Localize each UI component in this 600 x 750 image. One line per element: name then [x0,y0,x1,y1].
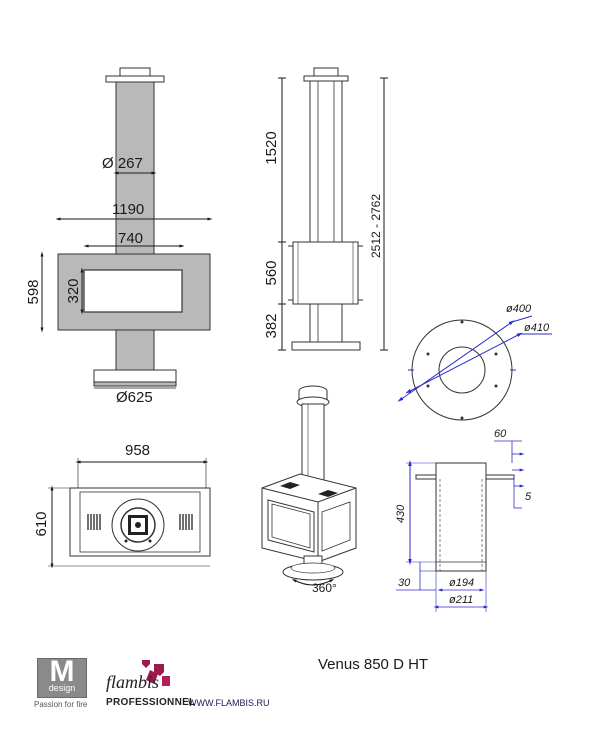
dim-base-diameter: Ø625 [116,389,153,406]
m-logo-sub: design [48,683,76,693]
dim-body-height: 598 [25,279,42,304]
brand-url: WWW.FLAMBIS.RU [188,698,270,708]
model-title: Venus 850 D HT [318,656,429,673]
dim-overall-width: 1190 [112,201,144,218]
perspective-view: 360° [261,385,357,595]
dim-adapter-height: 430 [395,504,407,523]
dim-base-height: 382 [263,313,280,338]
dim-adapter-outer-d: ø211 [449,594,473,606]
dim-top-depth: 610 [33,511,50,536]
top-view: 958 610 [33,442,211,569]
m-design-logo: M design [37,655,87,698]
dim-adapter-lip: 5 [525,491,532,503]
dim-adapter-inner-d: ø194 [449,577,474,589]
dim-glass-height: 320 [65,278,82,303]
dim-total-height: 2512 - 2762 [369,194,383,258]
dim-rotation: 360° [312,581,337,595]
side-view: 1520 560 382 2512 - 2762 [263,67,388,351]
dim-adapter-top: 60 [494,428,507,440]
dim-top-width: 958 [125,442,150,459]
tagline: Passion for fire [34,700,88,709]
flambis-mark-icon [138,657,170,686]
dim-flue-diameter: Ø 267 [102,155,143,172]
flue-top-view: ø400 ø410 [397,303,552,421]
brand-name: flambis [106,672,160,692]
dim-flue-d400: ø400 [506,303,532,315]
dim-flue-height: 1520 [263,131,280,164]
dim-flue-d410: ø410 [524,322,550,334]
front-view: Ø 267 1190 740 598 320 Ø625 [25,67,213,406]
dim-side-body-height: 560 [263,260,280,285]
m-logo-letter: M [49,655,75,688]
dim-adapter-base: 30 [398,577,411,589]
flue-adapter-view: 60 5 430 30 ø194 ø211 [395,428,532,612]
brand-professional: PROFESSIONNEL [106,697,196,708]
dim-body-width: 740 [118,230,143,247]
